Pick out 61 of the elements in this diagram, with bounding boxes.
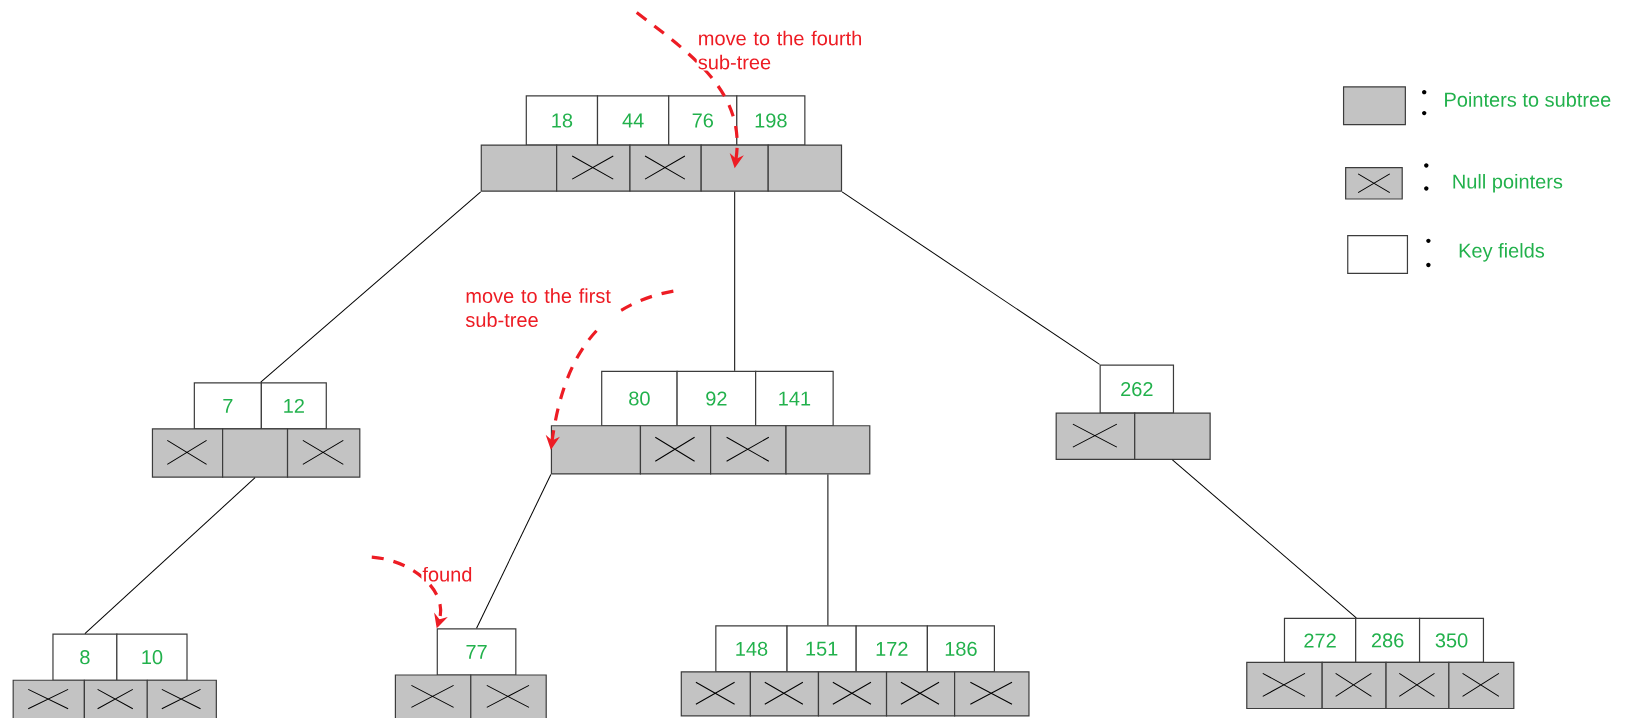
legend-label: Key fields — [1459, 243, 1545, 262]
connector-line — [841, 191, 1101, 365]
null-pointer-cell — [954, 671, 1030, 717]
null-pointer-cell — [639, 425, 712, 475]
pointer-cell — [550, 425, 642, 475]
key-cell: 262 — [1099, 364, 1175, 414]
null-pointer-cell — [470, 674, 547, 718]
key-cell: 272 — [1283, 617, 1357, 664]
null-pointer-cell — [885, 671, 956, 717]
null-pointer-cell — [710, 425, 787, 475]
key-cell: 151 — [786, 625, 857, 673]
pointer-cell — [480, 144, 558, 192]
null-pointer-cell — [1246, 661, 1323, 710]
legend-label: Null pointers — [1453, 173, 1563, 193]
null-pointer-cell — [1321, 661, 1387, 710]
pointer-cell — [767, 144, 843, 192]
null-pointer-cell — [817, 671, 888, 717]
key-cell: 198 — [736, 95, 806, 146]
key-cell: 76 — [668, 95, 738, 146]
connector-line — [84, 477, 256, 635]
connector-line — [734, 191, 736, 372]
key-cell: 77 — [436, 628, 517, 676]
null-pointer-cell — [556, 144, 631, 192]
null-pointer-cell — [1385, 661, 1450, 710]
null-pointer-cell — [629, 144, 702, 192]
key-cell: 10 — [116, 633, 188, 681]
connector-line — [827, 474, 829, 626]
null-pointer-cell — [12, 679, 85, 718]
pointer-cell — [1134, 412, 1211, 460]
key-cell: 141 — [755, 370, 834, 427]
pointer-cell — [785, 425, 871, 475]
null-pointer-cell — [146, 679, 217, 718]
null-pointer-cell — [151, 428, 224, 478]
key-cell: 286 — [1355, 617, 1421, 664]
key-cell: 7 — [193, 382, 262, 430]
null-pointer-cell — [286, 428, 361, 478]
key-cell: 18 — [525, 95, 599, 146]
null-pointer-cell — [1448, 661, 1515, 710]
key-cell: 186 — [926, 625, 995, 673]
null-pointer-cell — [680, 671, 751, 717]
pointer-cell — [222, 428, 289, 478]
null-pointer-cell — [83, 679, 148, 718]
edge-label: found — [421, 565, 474, 583]
key-cell: 8 — [52, 633, 118, 681]
edge-label: move to the fourth sub-tree — [696, 29, 871, 71]
connector-line — [476, 474, 552, 629]
key-cell: 172 — [855, 625, 928, 673]
edge-label: move to the first sub-tree — [464, 287, 621, 328]
pointer-cell — [700, 144, 769, 192]
key-cell: 148 — [715, 625, 788, 673]
legend-label: Pointers to subtree — [1445, 92, 1611, 107]
null-pointer-cell — [1055, 412, 1136, 460]
key-cell: 44 — [596, 95, 670, 146]
connector-line — [1171, 459, 1357, 619]
null-pointer-cell — [394, 674, 472, 718]
key-cell: 80 — [601, 370, 678, 427]
null-pointer-cell — [749, 671, 820, 717]
key-cell: 92 — [676, 370, 757, 427]
key-cell: 350 — [1418, 617, 1485, 664]
key-cell: 12 — [260, 382, 327, 430]
connector-line — [260, 191, 482, 383]
